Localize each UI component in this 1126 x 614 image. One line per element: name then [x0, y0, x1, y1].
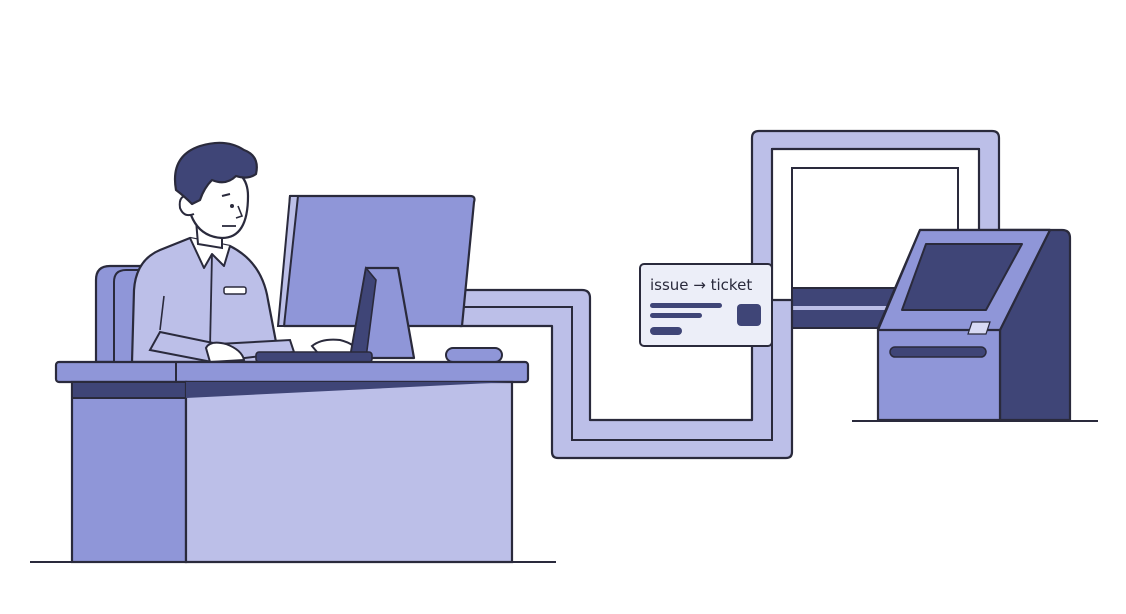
keyboard	[255, 351, 373, 363]
mouse	[445, 347, 503, 363]
person-icon	[130, 141, 362, 364]
ticket-line-3	[650, 327, 682, 335]
ticket-square	[737, 304, 761, 326]
kiosk-button	[967, 321, 991, 335]
ticket-card-label: issue → ticket	[650, 276, 752, 294]
ticket-line-2	[650, 313, 702, 318]
hair	[173, 141, 258, 206]
kiosk-screen	[901, 243, 1023, 311]
monitor-icon	[255, 194, 503, 363]
kiosk-ticket-slot	[889, 346, 987, 358]
ticket-card: issue → ticket	[639, 263, 773, 347]
desk-icon	[54, 360, 530, 564]
ticket-machine-icon	[876, 228, 1072, 422]
ticket-line-1	[650, 303, 722, 308]
